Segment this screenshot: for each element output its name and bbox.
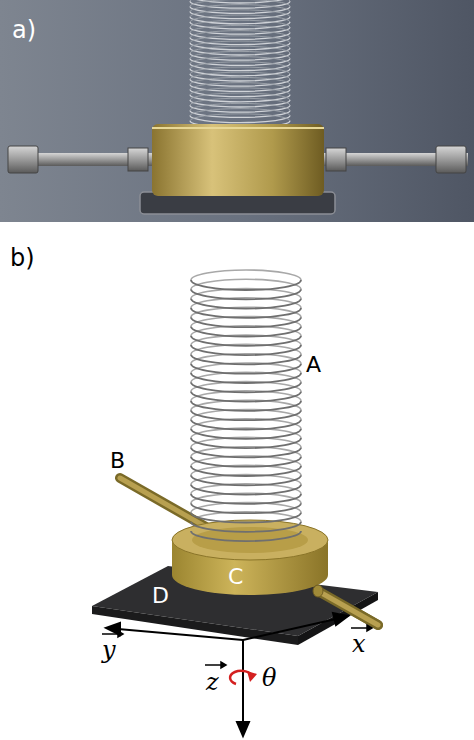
coil-turn [191, 354, 301, 364]
nut [128, 148, 148, 171]
coil-turn [190, 62, 290, 69]
slinky-back [191, 270, 301, 531]
coil-turn [191, 410, 301, 420]
coil-turn [190, 83, 290, 90]
coil-turn [190, 114, 290, 121]
coil-turn [190, 10, 290, 17]
base-plate [92, 566, 378, 636]
coil-turn [190, 93, 290, 100]
coil-turn [191, 401, 301, 411]
coil-turn [191, 299, 301, 309]
coil-turn [190, 25, 290, 32]
axes [106, 613, 348, 736]
coil-turn [191, 289, 301, 299]
slinky-front [191, 280, 301, 541]
axis-label: y [102, 638, 116, 662]
coil-turn [190, 15, 290, 22]
coil-turn [191, 392, 301, 402]
coil-turn [191, 447, 301, 457]
photo-background [0, 0, 474, 222]
coil-turn [190, 57, 290, 64]
coil-turn [190, 109, 290, 116]
brass-cylinder [152, 124, 324, 196]
axis-label: x [352, 632, 366, 656]
coil-turn [191, 485, 301, 495]
coil-turn [190, 103, 290, 110]
coil-turn [190, 41, 290, 48]
coil-turn [191, 327, 301, 337]
vector-arrows [102, 625, 372, 668]
coil-turn [191, 345, 301, 355]
coil-turn [191, 466, 301, 476]
axis-label: θ [262, 666, 276, 690]
coil-turn [191, 522, 301, 532]
coil-turn [190, 31, 290, 38]
coil-turn [190, 98, 290, 105]
coil-turn [191, 438, 301, 448]
panel-label: a) [12, 18, 36, 42]
bolt-head [8, 146, 38, 173]
coil-turn [190, 116, 290, 123]
part-label: D [152, 585, 169, 607]
coil-turn [190, 46, 290, 53]
coil-turn [191, 336, 301, 346]
coil-turn [191, 457, 301, 467]
coil-turn [190, 5, 290, 12]
coil-turn [191, 364, 301, 374]
cylinder-top [172, 520, 328, 560]
coil-turn [191, 373, 301, 383]
nut [326, 148, 346, 171]
coil-turn [191, 494, 301, 504]
coil-turn [190, 67, 290, 74]
photo-slinky [190, 0, 290, 128]
coil-turn [191, 308, 301, 318]
coil-turn [190, 20, 290, 27]
part-label: B [110, 450, 125, 472]
coil-turn [190, 36, 290, 43]
part-label: A [306, 354, 321, 376]
bolt-head [436, 146, 466, 173]
coil-turn [190, 77, 290, 84]
rod-front [318, 591, 378, 625]
coil-turn [191, 317, 301, 327]
coil-turn [191, 531, 301, 541]
axis-label: z [206, 670, 219, 694]
part-label: C [228, 566, 243, 588]
coil-turn [190, 0, 290, 6]
coil-turn [191, 280, 301, 290]
coil-turn [191, 382, 301, 392]
coil-turn [191, 475, 301, 485]
coil-turn [191, 420, 301, 430]
coil-turn [190, 72, 290, 79]
coil-turn [190, 51, 290, 58]
coil-turn [191, 513, 301, 523]
coil-turn [191, 279, 301, 289]
panel-label: b) [10, 246, 35, 270]
coil-turn [190, 88, 290, 95]
coil-turn [191, 429, 301, 439]
coil-turn [191, 503, 301, 513]
